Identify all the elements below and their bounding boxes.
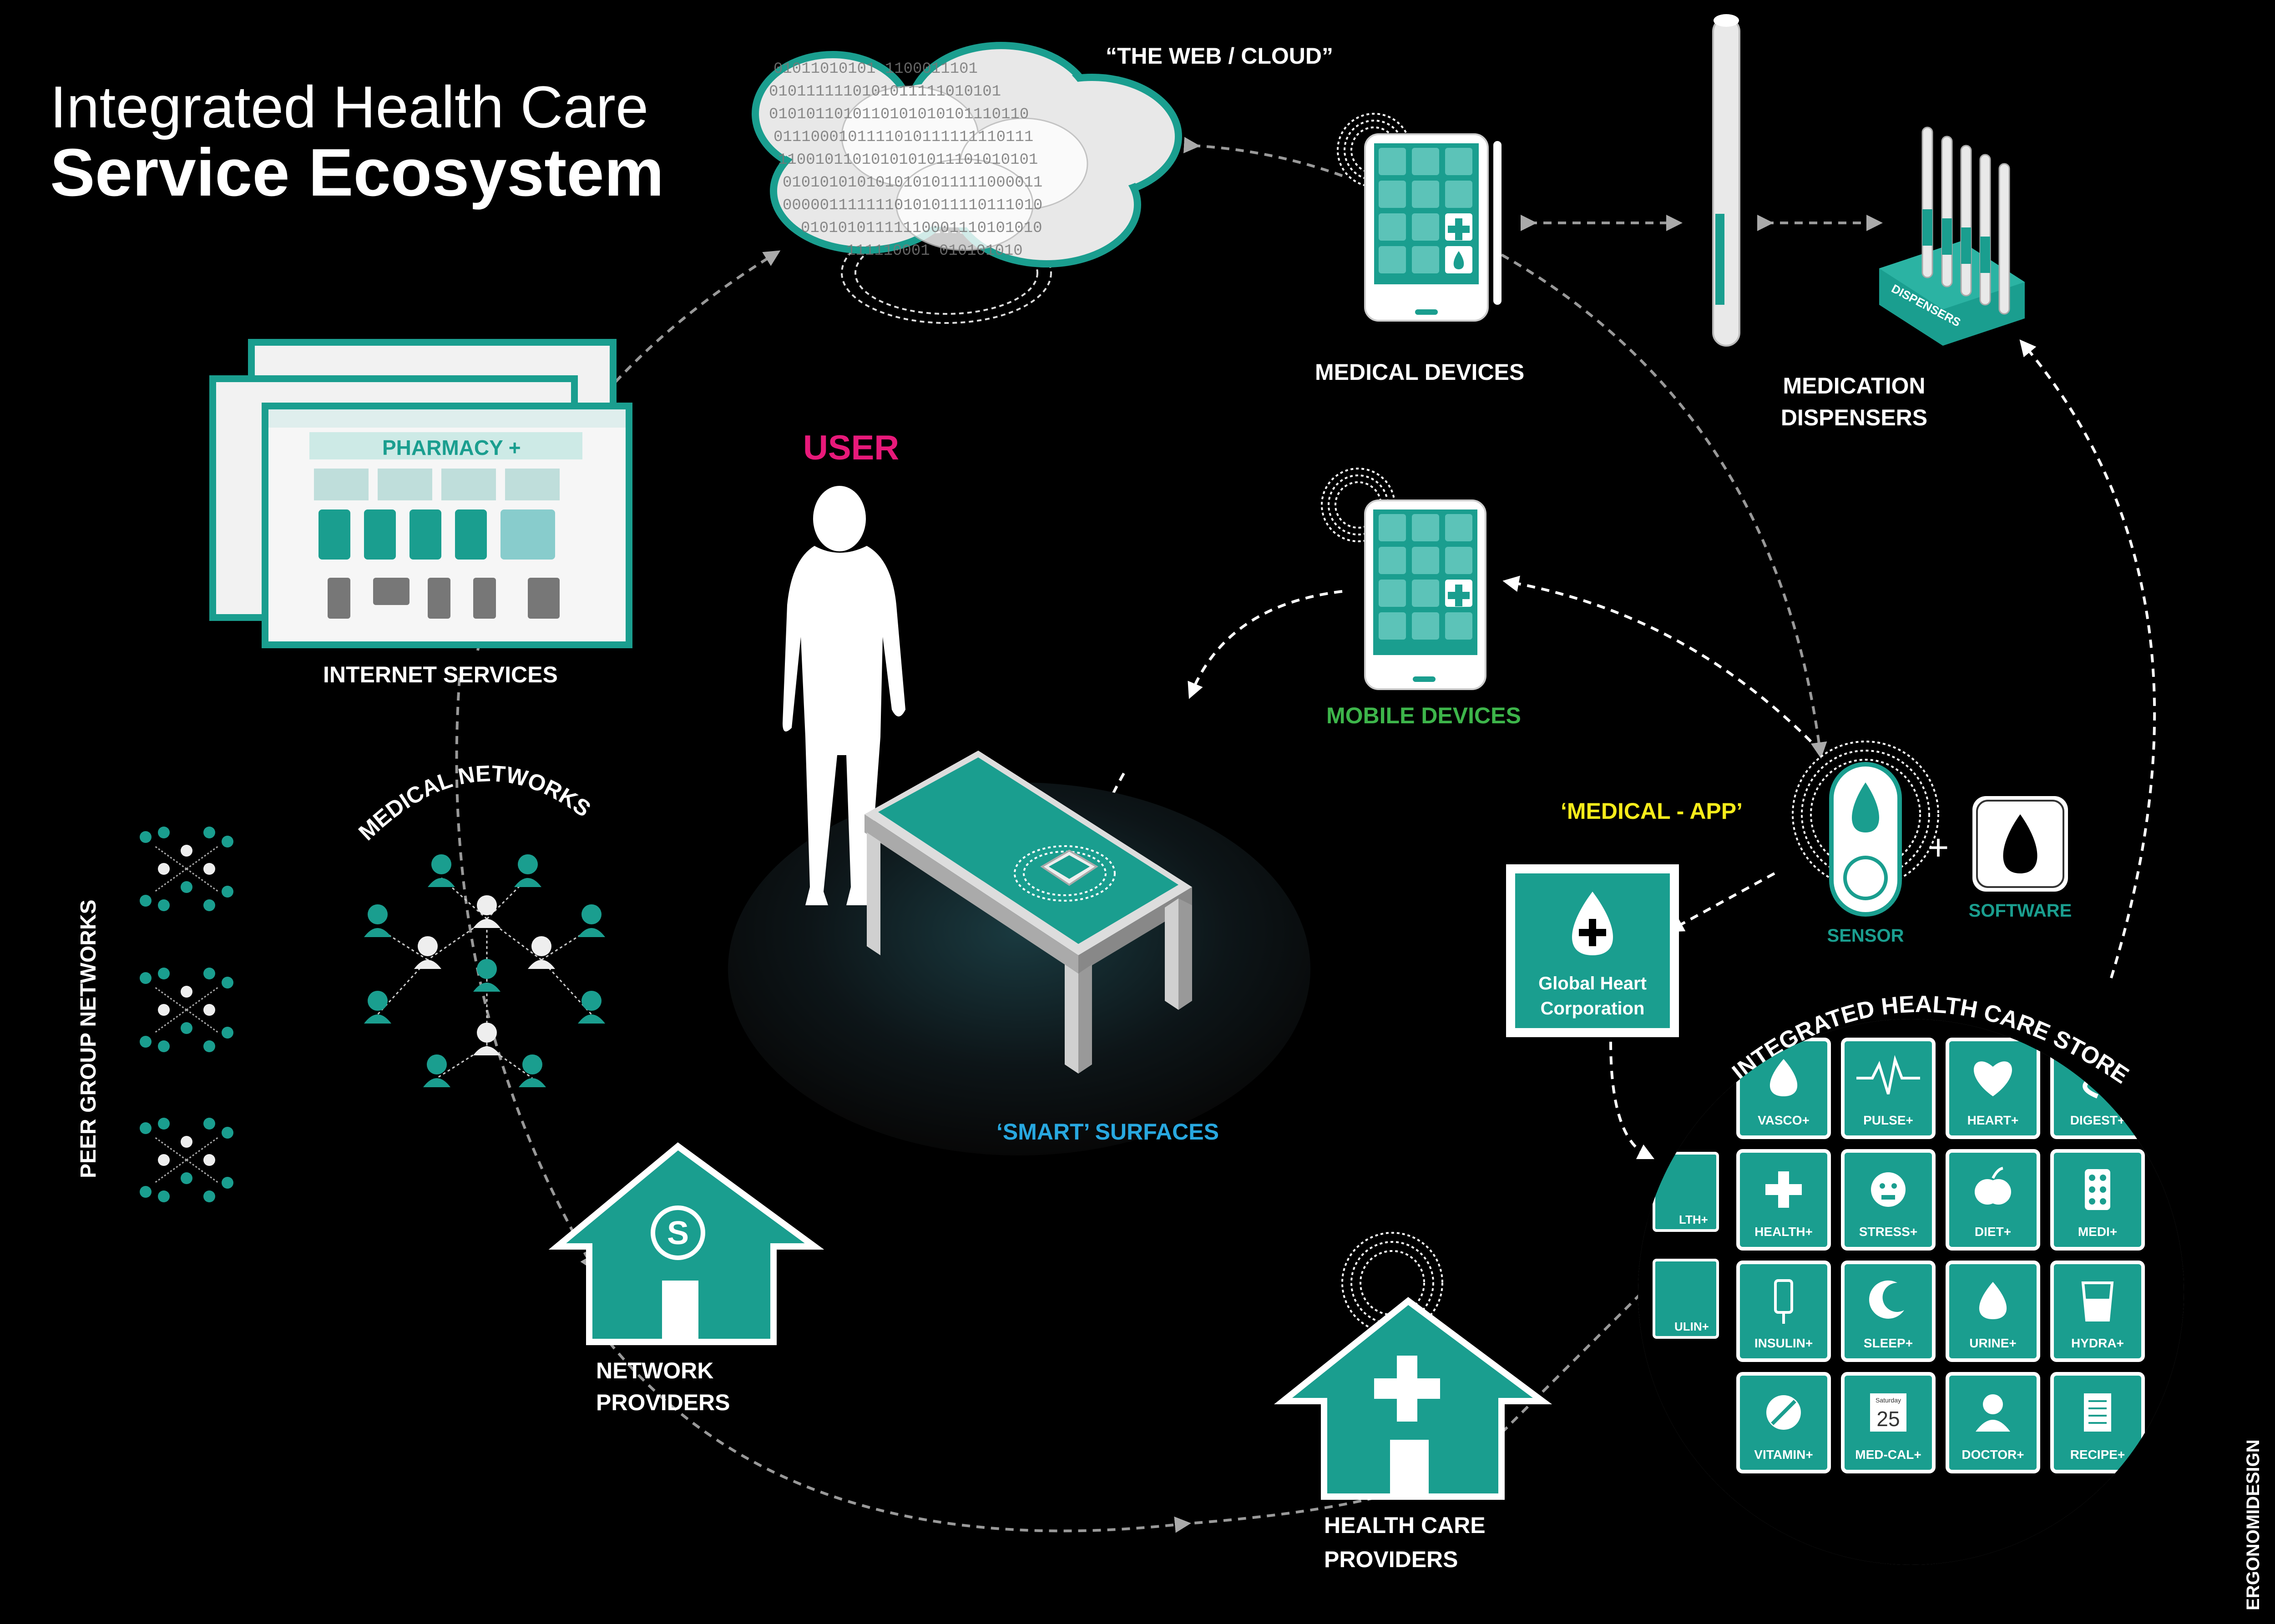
medication-dispensers-label-2: DISPENSERS	[1781, 405, 1927, 430]
svg-text:0101011010110101010101110110: 0101011010110101010101110110	[769, 106, 1029, 123]
path-store-to-dispensers	[2019, 339, 2156, 978]
health-care-store: VASCO+ PULSE+ HEART+ DIGEST+ HEALTH+ STRESS+ D…	[1638, 1019, 2184, 1565]
peer-group-cluster-2	[140, 968, 233, 1052]
store-tile-label: PULSE+	[1863, 1113, 1913, 1127]
store-tile-label: VITAMIN+	[1754, 1447, 1813, 1462]
store-tile-label: DIGEST+	[2070, 1113, 2125, 1127]
global-heart-line-2: Corporation	[1541, 999, 1645, 1019]
network-providers-label-2: PROVIDERS	[596, 1390, 730, 1415]
svg-text:01011010101 1100011101: 01011010101 1100011101	[774, 61, 978, 78]
health-care-providers-label-1: HEALTH CARE	[1324, 1513, 1486, 1538]
store-tile-label: INSULIN+	[1754, 1336, 1813, 1350]
store-tile-stress[interactable]: STRESS+	[1841, 1149, 1936, 1251]
store-tile-pulse[interactable]: PULSE+	[1841, 1038, 1936, 1139]
title-line-2: Service Ecosystem	[50, 135, 664, 210]
peer-group-networks-label: PEER GROUP NETWORKS	[76, 899, 101, 1178]
medical-networks-label: MEDICAL NETWORKS	[354, 761, 596, 845]
svg-text:0101111110101011111010101: 0101111110101011111010101	[769, 83, 1001, 101]
store-tile-label: HEALTH+	[1754, 1225, 1813, 1239]
dispensers-icon: DISPENSERS	[1879, 126, 2025, 346]
health-care-providers-house-icon	[1274, 1232, 1552, 1500]
internet-services-icon: PHARMACY +	[209, 339, 632, 648]
store-tile-label: DIET+	[1975, 1225, 2011, 1239]
medical-app-label: ‘MEDICAL - APP’	[1561, 798, 1743, 824]
network-providers-house-icon: S	[548, 1142, 824, 1345]
brand-label: ERGONOMIDESIGN	[2243, 1439, 2263, 1610]
title-line-1: Integrated Health Care	[50, 74, 648, 140]
store-tile-label: RECIPE+	[2070, 1447, 2125, 1462]
network-providers-label-1: NETWORK	[596, 1358, 713, 1383]
path-sensor-to-mobile	[1502, 575, 1812, 743]
svg-text:1100101101010101011101010101: 1100101101010101011101010101	[778, 151, 1038, 169]
global-heart-corporation-logo: Global Heart Corporation	[1506, 864, 1679, 1037]
path-mobile-to-surface	[1188, 590, 1343, 699]
sensor-label: SENSOR	[1827, 926, 1904, 946]
mobile-devices-label: MOBILE DEVICES	[1326, 703, 1521, 728]
store-tile-label: STRESS+	[1859, 1225, 1917, 1239]
medication-dispensers-label-1: MEDICATION	[1783, 373, 1926, 398]
house-s-letter: S	[667, 1215, 689, 1251]
store-tile-label: URINE+	[1969, 1336, 2016, 1350]
store-tile-label: HYDRA+	[2071, 1336, 2124, 1350]
path-ghc-to-store	[1609, 1041, 1655, 1160]
path-app-to-ghc	[1667, 872, 1775, 932]
store-tile-label: MED-CAL+	[1855, 1447, 1921, 1462]
software-label: SOFTWARE	[1969, 901, 2072, 921]
software-icon	[1972, 796, 2068, 892]
svg-text:0000011111110101011110111010: 0000011111110101011110111010	[783, 197, 1042, 214]
user-silhouette	[783, 486, 905, 905]
path-cloud-to-devices	[1183, 137, 1348, 179]
store-side-label-row2: LTH+	[1679, 1213, 1708, 1226]
store-tile-heart[interactable]: HEART+	[1946, 1038, 2040, 1139]
antenna-device-icon	[1712, 14, 1740, 347]
store-tile-vitamin[interactable]: VITAMIN+	[1736, 1372, 1831, 1473]
path-internet-to-cloud	[476, 250, 781, 651]
peer-group-cluster-3	[140, 1118, 233, 1202]
store-tile-insulin[interactable]: INSULIN+	[1736, 1261, 1831, 1362]
global-heart-line-1: Global Heart	[1538, 973, 1647, 994]
store-tile-label: MEDI+	[2078, 1225, 2117, 1239]
store-tile-hydra[interactable]: HYDRA+	[2050, 1261, 2145, 1362]
store-tile-label: SLEEP+	[1864, 1336, 1913, 1350]
cloud-icon: 01011010101 1100011101 01011111101010111…	[752, 42, 1182, 324]
store-app-grid: VASCO+ PULSE+ HEART+ DIGEST+ HEALTH+ STRESS+ D…	[1638, 1019, 2184, 1565]
mobile-device-icon	[1321, 468, 1486, 690]
store-tile-label: HEART+	[1967, 1113, 2019, 1127]
path-hcp-to-store	[1500, 1227, 1708, 1434]
cloud-label: “THE WEB / CLOUD”	[1106, 43, 1333, 69]
store-tile-recipe[interactable]: RECIPE+	[2050, 1372, 2145, 1473]
svg-text:0101010101010101011111000011: 0101010101010101011111000011	[783, 174, 1042, 192]
svg-text:0111000101111010111111110111: 0111000101111010111111110111	[774, 129, 1033, 146]
store-tile-label: VASCO+	[1758, 1113, 1810, 1127]
calendar-weekday: Saturday	[1876, 1397, 1901, 1404]
plus-sign: +	[1928, 827, 1949, 867]
medical-devices-label: MEDICAL DEVICES	[1315, 359, 1524, 385]
user-label: USER	[803, 429, 899, 467]
pharmacy-banner: PHARMACY +	[382, 436, 521, 459]
store-tile-health[interactable]: HEALTH+	[1736, 1149, 1831, 1251]
smart-table	[864, 751, 1192, 1074]
store-side-label-row3: ULIN+	[1674, 1320, 1709, 1333]
svg-text:01010101111110001110101010: 01010101111110001110101010	[801, 220, 1042, 237]
store-tile-label: DOCTOR+	[1962, 1447, 2024, 1462]
peer-group-cluster-1	[140, 827, 233, 911]
internet-services-label: INTERNET SERVICES	[323, 662, 558, 687]
medical-network-graph	[364, 854, 605, 1087]
svg-text:111110001 010101010: 111110001 010101010	[846, 242, 1023, 260]
smart-surfaces-label: ‘SMART’ SURFACES	[996, 1119, 1219, 1145]
path-network-to-hcp	[590, 1318, 1434, 1533]
store-tile-urine[interactable]: URINE+	[1946, 1261, 2040, 1362]
store-tile-sleep[interactable]: SLEEP+	[1841, 1261, 1936, 1362]
sensor-icon	[1792, 741, 1939, 917]
health-care-providers-label-2: PROVIDERS	[1324, 1547, 1458, 1572]
store-tile-doctor[interactable]: DOCTOR+	[1946, 1372, 2040, 1473]
calendar-day: 25	[1876, 1407, 1900, 1431]
store-tile-medi[interactable]: MEDI+	[2050, 1149, 2145, 1251]
medical-device-icon	[1337, 113, 1502, 322]
store-tile-diet[interactable]: DIET+	[1946, 1149, 2040, 1251]
path-devices-to-sensor	[1501, 253, 1827, 759]
